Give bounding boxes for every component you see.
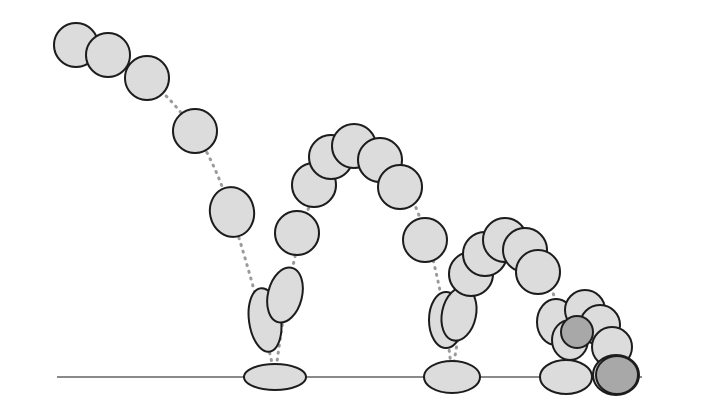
ball-frame-15 [402, 217, 448, 263]
ball-frame-32 [595, 355, 639, 395]
ball-frames [53, 22, 640, 396]
ball-frame-18 [423, 360, 481, 394]
ball-frame-9 [274, 210, 320, 256]
ball-frame-8 [243, 363, 307, 391]
ball-frame-5 [208, 186, 256, 238]
ball-frame-7 [266, 266, 304, 324]
ball-frame-30 [560, 315, 594, 349]
ball-frame-2 [85, 32, 131, 78]
ball-frame-4 [172, 108, 218, 154]
ball-frame-23 [515, 249, 561, 295]
ball-frame-3 [124, 55, 170, 101]
ball-frame-25 [539, 359, 593, 395]
ball-frame-14 [377, 164, 423, 210]
